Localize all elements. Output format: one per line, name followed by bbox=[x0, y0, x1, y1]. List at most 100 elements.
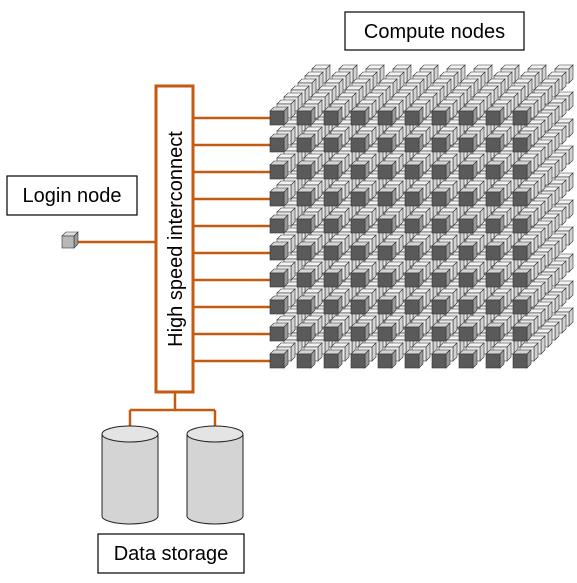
storage-disk-2 bbox=[186, 425, 244, 525]
compute-node bbox=[296, 322, 316, 342]
compute-node bbox=[269, 349, 289, 369]
compute-node bbox=[269, 106, 289, 126]
compute-node bbox=[269, 214, 289, 234]
compute-node bbox=[431, 268, 451, 288]
compute-node bbox=[404, 106, 424, 126]
compute-node bbox=[350, 106, 370, 126]
compute-node bbox=[296, 268, 316, 288]
compute-node bbox=[269, 268, 289, 288]
compute-node bbox=[404, 241, 424, 261]
compute-node bbox=[323, 295, 343, 315]
compute-node bbox=[485, 349, 505, 369]
compute-node bbox=[431, 106, 451, 126]
compute-node bbox=[485, 133, 505, 153]
compute-node bbox=[296, 106, 316, 126]
compute-nodes-label: Compute nodes bbox=[344, 11, 525, 51]
compute-node bbox=[404, 187, 424, 207]
compute-node bbox=[458, 106, 478, 126]
compute-node bbox=[323, 241, 343, 261]
compute-node bbox=[269, 187, 289, 207]
compute-node bbox=[323, 187, 343, 207]
compute-node bbox=[431, 133, 451, 153]
compute-node bbox=[269, 322, 289, 342]
compute-node bbox=[485, 160, 505, 180]
compute-node bbox=[404, 322, 424, 342]
compute-node bbox=[431, 295, 451, 315]
compute-node bbox=[404, 295, 424, 315]
compute-node bbox=[431, 214, 451, 234]
compute-node bbox=[323, 268, 343, 288]
compute-node-grid bbox=[269, 106, 532, 369]
compute-node bbox=[350, 268, 370, 288]
compute-node bbox=[512, 187, 532, 207]
compute-node bbox=[323, 214, 343, 234]
compute-node bbox=[350, 133, 370, 153]
compute-node bbox=[512, 349, 532, 369]
compute-node bbox=[323, 160, 343, 180]
compute-node bbox=[512, 241, 532, 261]
compute-node bbox=[512, 133, 532, 153]
compute-node bbox=[404, 349, 424, 369]
compute-node bbox=[350, 241, 370, 261]
compute-node bbox=[458, 322, 478, 342]
login-node-cube bbox=[61, 231, 79, 249]
compute-node bbox=[485, 241, 505, 261]
data-storage-disks bbox=[101, 425, 244, 525]
compute-node bbox=[296, 241, 316, 261]
compute-node bbox=[485, 106, 505, 126]
compute-node bbox=[458, 295, 478, 315]
compute-node bbox=[323, 349, 343, 369]
compute-node bbox=[458, 241, 478, 261]
compute-node bbox=[512, 322, 532, 342]
compute-node bbox=[485, 214, 505, 234]
compute-node bbox=[458, 214, 478, 234]
compute-node bbox=[485, 295, 505, 315]
compute-node bbox=[512, 295, 532, 315]
compute-node bbox=[296, 349, 316, 369]
compute-node bbox=[323, 106, 343, 126]
compute-node bbox=[296, 214, 316, 234]
compute-node bbox=[350, 349, 370, 369]
login-node-label-text: Login node bbox=[23, 185, 122, 207]
compute-node bbox=[431, 322, 451, 342]
compute-node bbox=[485, 268, 505, 288]
compute-node bbox=[377, 349, 397, 369]
compute-nodes-label-text: Compute nodes bbox=[364, 21, 505, 43]
compute-node bbox=[350, 322, 370, 342]
data-storage-label-text: Data storage bbox=[114, 543, 229, 565]
compute-node bbox=[350, 160, 370, 180]
compute-node bbox=[377, 187, 397, 207]
compute-node bbox=[350, 187, 370, 207]
interconnect-wiring bbox=[76, 116, 270, 430]
compute-node bbox=[323, 322, 343, 342]
compute-node bbox=[377, 322, 397, 342]
compute-node bbox=[512, 160, 532, 180]
data-storage-label: Data storage bbox=[97, 533, 245, 574]
compute-node bbox=[296, 187, 316, 207]
compute-node bbox=[485, 322, 505, 342]
compute-node bbox=[323, 133, 343, 153]
login-node-label: Login node bbox=[6, 175, 138, 216]
compute-node bbox=[512, 268, 532, 288]
compute-node bbox=[377, 295, 397, 315]
compute-node bbox=[431, 187, 451, 207]
compute-node bbox=[485, 187, 505, 207]
compute-node bbox=[458, 268, 478, 288]
compute-node bbox=[404, 133, 424, 153]
compute-node bbox=[404, 268, 424, 288]
login-node-icon bbox=[61, 231, 79, 249]
compute-node bbox=[431, 241, 451, 261]
compute-node bbox=[269, 295, 289, 315]
interconnect-label-text: High speed interconnect bbox=[165, 131, 187, 347]
compute-node bbox=[269, 160, 289, 180]
compute-node bbox=[458, 187, 478, 207]
interconnect-switch: High speed interconnect bbox=[154, 84, 195, 394]
compute-node bbox=[377, 241, 397, 261]
compute-node bbox=[377, 214, 397, 234]
compute-node bbox=[431, 349, 451, 369]
compute-node bbox=[512, 106, 532, 126]
compute-node bbox=[404, 214, 424, 234]
compute-node bbox=[269, 133, 289, 153]
compute-node bbox=[404, 160, 424, 180]
